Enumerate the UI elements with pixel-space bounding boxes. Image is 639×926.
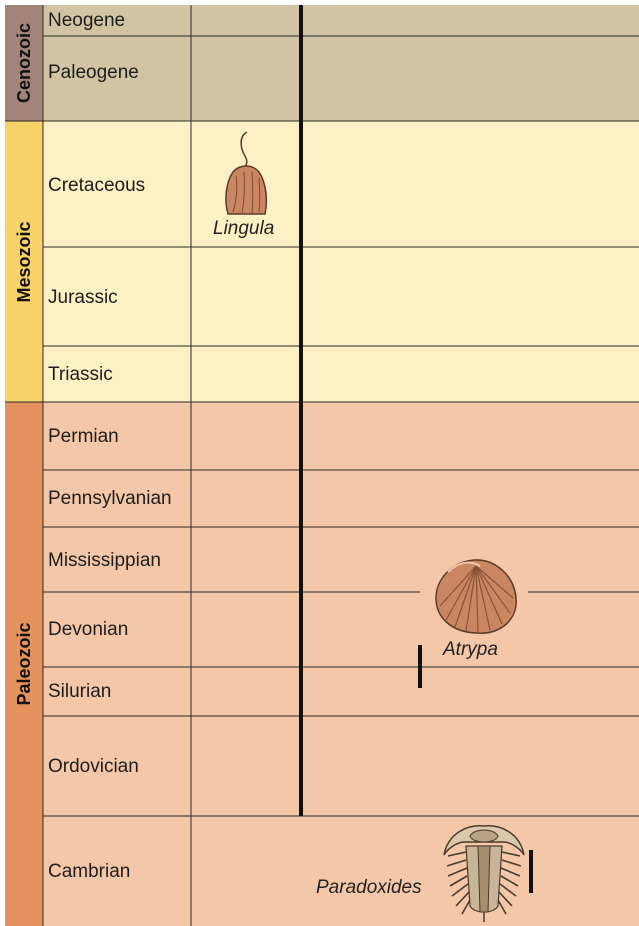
period-label-silurian: Silurian [48, 681, 111, 702]
era-label-cenozoic: Cenozoic [14, 23, 34, 103]
period-label-neogene: Neogene [48, 10, 125, 31]
era-label-mesozoic: Mesozoic [14, 221, 34, 302]
period-label-paleogene: Paleogene [48, 62, 139, 83]
period-label-cretaceous: Cretaceous [48, 175, 145, 196]
period-label-devonian: Devonian [48, 619, 128, 640]
paleozoic-band [43, 402, 639, 926]
paradoxides-range-bar [529, 850, 533, 893]
lingula-range-bar [299, 5, 303, 816]
brachiopod-atrypa-icon [436, 560, 516, 633]
lingula-label: Lingula [213, 218, 274, 239]
period-label-permian: Permian [48, 426, 119, 447]
era-label-paleozoic: Paleozoic [14, 622, 34, 705]
paradoxides-label: Paradoxides [316, 877, 422, 898]
period-label-triassic: Triassic [48, 364, 113, 385]
period-label-ordovician: Ordovician [48, 756, 139, 777]
period-label-pennsylvanian: Pennsylvanian [48, 488, 172, 509]
period-label-jurassic: Jurassic [48, 287, 118, 308]
period-label-mississippian: Mississippian [48, 550, 161, 571]
mesozoic-band [43, 121, 639, 402]
period-label-cambrian: Cambrian [48, 861, 130, 882]
atrypa-range-bar [418, 645, 422, 688]
atrypa-label: Atrypa [442, 639, 498, 660]
